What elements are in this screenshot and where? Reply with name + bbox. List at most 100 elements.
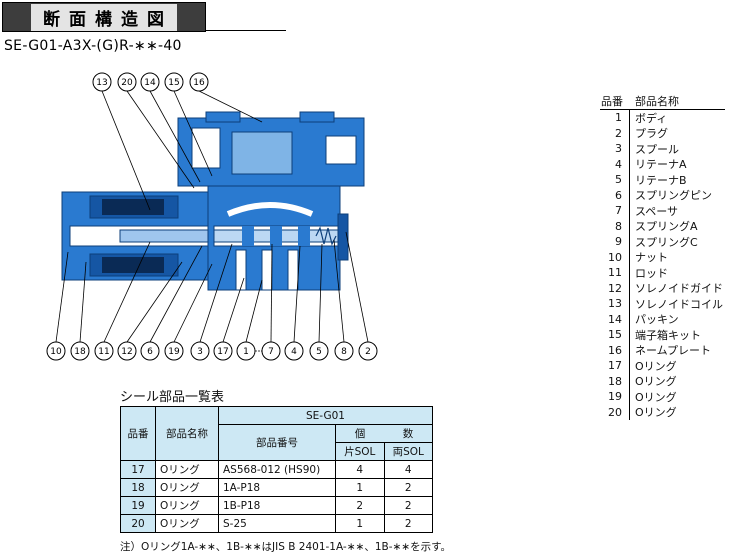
- seal-col-single: 片SOL: [335, 442, 385, 461]
- list-item: 20 Oリング: [600, 404, 725, 420]
- valve-body: [61, 111, 365, 291]
- table-row: 20 Oリング S-25 1 2: [120, 514, 433, 533]
- svg-text:2: 2: [365, 347, 371, 357]
- list-item: 5 リテーナB: [600, 172, 725, 188]
- svg-text:16: 16: [193, 78, 205, 88]
- seal-col-no: 品番: [120, 406, 156, 461]
- callout-2: 2: [358, 341, 378, 361]
- svg-text:12: 12: [121, 347, 132, 357]
- parts-header-no: 品番: [601, 94, 623, 108]
- callout-3: 3: [190, 341, 210, 361]
- seal-row-no: 17: [120, 460, 156, 479]
- svg-text:10: 10: [50, 347, 62, 357]
- callout-14: 14: [140, 72, 160, 92]
- seal-row-single: 2: [335, 496, 385, 515]
- svg-text:8: 8: [341, 347, 347, 357]
- list-item: 6 スプリングピン: [600, 187, 725, 203]
- part-name: スプール: [635, 142, 679, 156]
- part-name: Oリング: [635, 375, 677, 389]
- section-title-box: 断面構造図: [2, 2, 206, 32]
- callout-19: 19: [164, 341, 184, 361]
- seal-col-qty-a: 個: [335, 424, 384, 443]
- callouts-top: 13 20 14 15 16: [92, 72, 263, 211]
- part-number: 20: [600, 404, 630, 420]
- list-item: 17 Oリング: [600, 358, 725, 374]
- callout-11: 11: [94, 341, 114, 361]
- seal-row-part: 1A-P18: [218, 478, 336, 497]
- callout-13: 13: [92, 72, 112, 92]
- seal-col-name: 部品名称: [155, 406, 219, 461]
- seal-col-partno: 部品番号: [218, 424, 336, 461]
- part-name: パッキン: [635, 313, 679, 327]
- seal-table-title: シール部品一覧表: [120, 390, 225, 405]
- list-item: 12 ソレノイドガイド: [600, 280, 725, 296]
- seal-row-double: 4: [383, 460, 433, 479]
- svg-text:20: 20: [121, 78, 133, 88]
- part-number: 4: [600, 156, 630, 172]
- seal-parts-table: 品番 部品名称 SE-G01 部品番号 個 数 片SOL 両SOL 17 Oリン…: [120, 406, 433, 533]
- part-name: Oリング: [635, 359, 677, 373]
- part-name: ロッド: [635, 266, 668, 280]
- callout-15: 15: [164, 72, 184, 92]
- part-number: 16: [600, 342, 630, 358]
- seal-row-no: 20: [120, 514, 156, 533]
- part-name: スプリングC: [635, 235, 698, 249]
- part-number: 12: [600, 280, 630, 296]
- list-item: 18 Oリング: [600, 373, 725, 389]
- seal-row-part: AS568-012 (HS90): [218, 460, 336, 479]
- callout-4: 4: [284, 341, 304, 361]
- seal-col-qty-b: 数: [384, 424, 433, 443]
- seal-group-header: SE-G01: [218, 406, 433, 425]
- callout-12: 12: [117, 341, 137, 361]
- part-name: プラグ: [635, 127, 668, 141]
- part-name: ソレノイドガイド: [635, 282, 723, 296]
- section-title: 断面構造図: [31, 3, 177, 31]
- svg-text:17: 17: [217, 347, 228, 357]
- svg-text:5: 5: [316, 347, 322, 357]
- part-name: Oリング: [635, 390, 677, 404]
- part-number: 1: [600, 110, 630, 126]
- part-name: リテーナA: [635, 158, 687, 172]
- parts-list-header: 品番 部品名称: [600, 92, 725, 110]
- part-name: リテーナB: [635, 173, 687, 187]
- callout-18: 18: [70, 341, 90, 361]
- table-row: 18 Oリング 1A-P18 1 2: [120, 478, 433, 497]
- callout-16: 16: [189, 72, 209, 92]
- title-underline: [206, 30, 286, 31]
- part-name: スプリングピン: [635, 189, 712, 203]
- part-number: 5: [600, 172, 630, 188]
- part-number: 11: [600, 265, 630, 281]
- part-number: 15: [600, 327, 630, 343]
- seal-col-double: 両SOL: [383, 442, 433, 461]
- table-row: 19 Oリング 1B-P18 2 2: [120, 496, 433, 515]
- seal-row-name: Oリング: [155, 460, 219, 479]
- part-name: Oリング: [635, 406, 677, 420]
- part-number: 18: [600, 373, 630, 389]
- part-number: 14: [600, 311, 630, 327]
- seal-row-double: 2: [383, 514, 433, 533]
- callout-20: 20: [117, 72, 137, 92]
- seal-row-no: 19: [120, 496, 156, 515]
- seal-row-double: 2: [383, 496, 433, 515]
- seal-row-name: Oリング: [155, 478, 219, 497]
- callout-1: 1: [236, 341, 256, 361]
- part-number: 7: [600, 203, 630, 219]
- seal-row-no: 18: [120, 478, 156, 497]
- part-number: 6: [600, 187, 630, 203]
- parts-header-name: 部品名称: [635, 94, 679, 108]
- part-number: 17: [600, 358, 630, 374]
- seal-row-double: 2: [383, 478, 433, 497]
- callout-10: 10: [46, 341, 66, 361]
- model-number: SE-G01-A3X-(G)R-∗∗-40: [4, 38, 182, 54]
- svg-text:11: 11: [98, 347, 109, 357]
